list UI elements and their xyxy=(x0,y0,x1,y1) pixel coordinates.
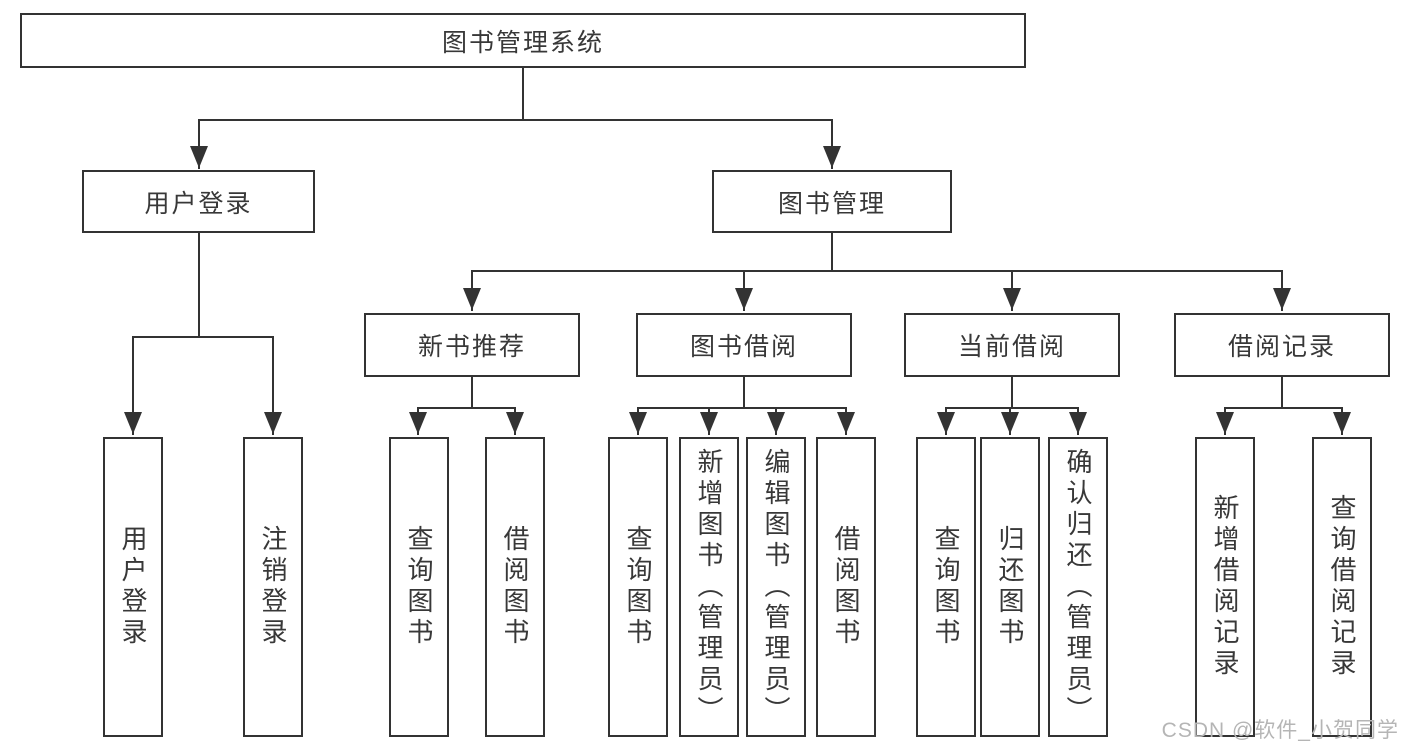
node-borrowing-records: 借阅记录 xyxy=(1174,313,1390,377)
node-user-login: 用户登录 xyxy=(82,170,315,233)
node-library-system: 图书管理系统 xyxy=(20,13,1026,68)
leaf-query-books-current: 查询图书 xyxy=(916,437,976,737)
leaf-borrow-books-borrowing: 借阅图书 xyxy=(816,437,876,737)
node-current-borrowing: 当前借阅 xyxy=(904,313,1120,377)
leaf-add-borrow-record: 新增借阅记录 xyxy=(1195,437,1255,737)
node-book-management: 图书管理 xyxy=(712,170,952,233)
leaf-query-books-borrowing: 查询图书 xyxy=(608,437,668,737)
leaf-query-books-recommend: 查询图书 xyxy=(389,437,449,737)
node-book-borrowing: 图书借阅 xyxy=(636,313,852,377)
leaf-logout: 注销登录 xyxy=(243,437,303,737)
leaf-confirm-return-admin: 确认归还（管理员） xyxy=(1048,437,1108,737)
leaf-add-book-admin: 新增图书（管理员） xyxy=(679,437,739,737)
leaf-borrow-books-recommend: 借阅图书 xyxy=(485,437,545,737)
leaf-edit-book-admin: 编辑图书（管理员） xyxy=(746,437,806,737)
node-new-book-recommend: 新书推荐 xyxy=(364,313,580,377)
leaf-return-books: 归还图书 xyxy=(980,437,1040,737)
leaf-user-login: 用户登录 xyxy=(103,437,163,737)
csdn-watermark: CSDN @软件_小贺同学 xyxy=(1161,719,1399,742)
leaf-query-borrow-record: 查询借阅记录 xyxy=(1312,437,1372,737)
